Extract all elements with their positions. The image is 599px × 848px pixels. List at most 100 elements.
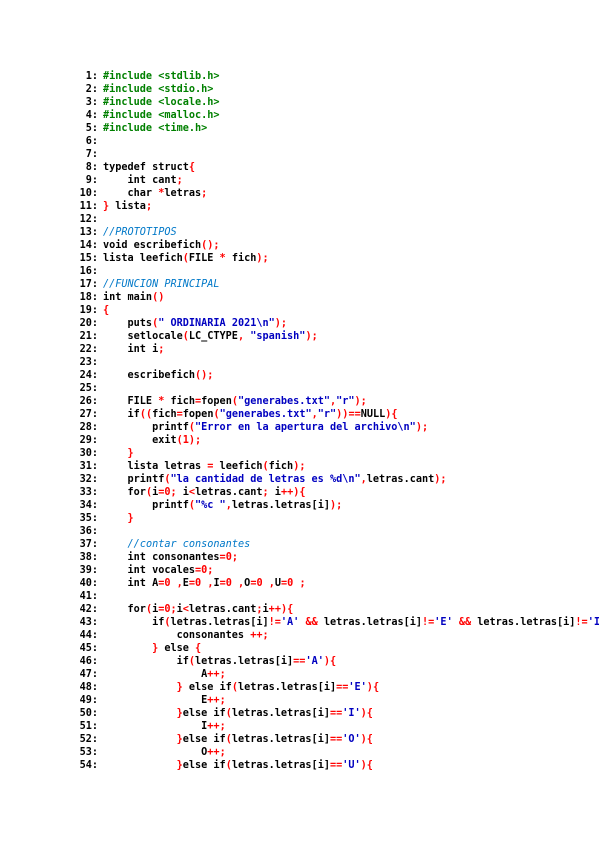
line-number: 25: — [79, 383, 98, 394]
line-number: 24: — [79, 370, 98, 381]
code-text: void escribefich(); — [103, 240, 220, 251]
code-line: 54: }else if(letras.letras[i]=='U'){ — [74, 759, 599, 772]
code-text — [98, 590, 103, 603]
code-line: 41: — [74, 590, 599, 603]
line-number: 4: — [85, 110, 98, 121]
code-line: 52: }else if(letras.letras[i]=='O'){ — [74, 733, 599, 746]
code-line: 53: O++; — [74, 746, 599, 759]
line-number: 19: — [79, 305, 98, 316]
code-text: puts(" ORDINARIA 2021\n"); — [103, 318, 288, 329]
line-number: 50: — [79, 708, 98, 719]
code-line: 10: char *letras; — [74, 187, 599, 200]
code-line: 4: #include <malloc.h> — [74, 109, 599, 122]
code-text: lista letras = leefich(fich); — [103, 461, 306, 472]
code-line: 3:#include <locale.h> — [74, 96, 599, 109]
code-line: 46: if(letras.letras[i]=='A'){ — [74, 655, 599, 668]
line-number: 45: — [79, 643, 98, 654]
code-line: 22: int i; — [74, 343, 599, 356]
code-line: 50: }else if(letras.letras[i]=='I'){ — [74, 707, 599, 720]
code-text: if(letras.letras[i]=='A'){ — [103, 656, 337, 667]
code-text — [98, 382, 103, 395]
line-number: 23: — [79, 357, 98, 368]
code-line: 35: } — [74, 512, 599, 525]
code-line: 51: I++; — [74, 720, 599, 733]
code-text: printf("%c ",letras.letras[i]); — [103, 500, 343, 511]
code-line: 16: — [74, 265, 599, 278]
line-number: 27: — [79, 409, 98, 420]
code-line: 38: int consonantes=0; — [74, 551, 599, 564]
line-number: 49: — [79, 695, 98, 706]
code-text: exit(1); — [103, 435, 202, 446]
line-number: 53: — [79, 747, 98, 758]
code-text: #include <stdio.h> — [103, 84, 214, 95]
code-text: O++; — [103, 747, 226, 758]
line-number: 12: — [79, 214, 98, 225]
line-number: 17: — [79, 279, 98, 290]
code-text: }else if(letras.letras[i]=='U'){ — [176, 760, 373, 771]
line-number: 35: — [79, 513, 98, 524]
code-line: 31: lista letras = leefich(fich); — [74, 460, 599, 473]
code-line: 29: exit(1); — [74, 434, 599, 447]
code-text: } — [127, 513, 134, 524]
code-text: }else if(letras.letras[i]=='O'){ — [176, 734, 373, 745]
line-number: 37: — [79, 539, 98, 550]
code-text: int vocales=0; — [103, 565, 214, 576]
code-line: 8:typedef struct{ — [74, 161, 599, 174]
code-line: 40: int A=0 ,E=0 ,I=0 ,O=0 ,U=0 ; — [74, 577, 599, 590]
code-text: } — [127, 448, 134, 459]
code-text: lista leefich(FILE * fich); — [103, 253, 269, 264]
code-text: #include <malloc.h> — [103, 110, 220, 121]
code-text: for(i=0;i<letras.cant;i++){ — [103, 604, 294, 615]
line-number: 13: — [79, 227, 98, 238]
line-number: 8: — [85, 162, 98, 173]
code-line: 19:{ — [74, 304, 599, 317]
code-listing: 1:#include <stdlib.h>2:#include <stdio.h… — [74, 70, 599, 772]
code-text — [98, 213, 103, 226]
code-line: 24: escribefich(); — [74, 369, 599, 382]
line-number: 11: — [79, 201, 98, 212]
line-number: 34: — [79, 500, 98, 511]
code-text: } else { — [152, 643, 202, 654]
line-number: 26: — [79, 396, 98, 407]
code-line: 14:void escribefich(); — [74, 239, 599, 252]
line-number: 47: — [79, 669, 98, 680]
code-line: 21: setlocale(LC_CTYPE, "spanish"); — [74, 330, 599, 343]
code-text: printf("Error en la apertura del archivo… — [103, 422, 429, 433]
line-number: 33: — [79, 487, 98, 498]
line-number: 3: — [85, 97, 98, 108]
code-text: printf("la cantidad de letras es %d\n",l… — [103, 474, 447, 485]
code-line: 15: lista leefich(FILE * fich); — [74, 252, 599, 265]
line-number: 1: — [85, 71, 98, 82]
code-text: //PROTOTIPOS — [103, 227, 177, 238]
line-number: 6: — [85, 136, 98, 147]
line-number: 41: — [79, 591, 98, 602]
code-line: 11: } lista; — [74, 200, 599, 213]
code-line: 44: consonantes ++; — [74, 629, 599, 642]
code-line: 2:#include <stdio.h> — [74, 83, 599, 96]
line-number: 20: — [79, 318, 98, 329]
code-line: 28: printf("Error en la apertura del arc… — [74, 421, 599, 434]
line-number: 46: — [79, 656, 98, 667]
code-text — [98, 265, 103, 278]
code-line: 5:#include <time.h> — [74, 122, 599, 135]
code-text: int cant; — [103, 175, 183, 186]
code-text: } lista; — [103, 201, 153, 212]
code-text: //FUNCION PRINCIPAL — [103, 279, 220, 290]
code-line: 34: printf("%c ",letras.letras[i]); — [74, 499, 599, 512]
code-line: 42: for(i=0;i<letras.cant;i++){ — [74, 603, 599, 616]
code-line: 18:int main() — [74, 291, 599, 304]
code-line: 12: — [74, 213, 599, 226]
code-text: escribefich(); — [103, 370, 214, 381]
code-line: 9: int cant; — [74, 174, 599, 187]
code-line: 30: } — [74, 447, 599, 460]
code-line: 39: int vocales=0; — [74, 564, 599, 577]
line-number: 32: — [79, 474, 98, 485]
line-number: 5: — [85, 123, 98, 134]
line-number: 9: — [85, 175, 98, 186]
line-number: 51: — [79, 721, 98, 732]
code-text: int main() — [103, 292, 165, 303]
line-number: 38: — [79, 552, 98, 563]
code-text: int consonantes=0; — [103, 552, 238, 563]
line-number: 54: — [79, 760, 98, 771]
line-number: 15: — [79, 253, 98, 264]
